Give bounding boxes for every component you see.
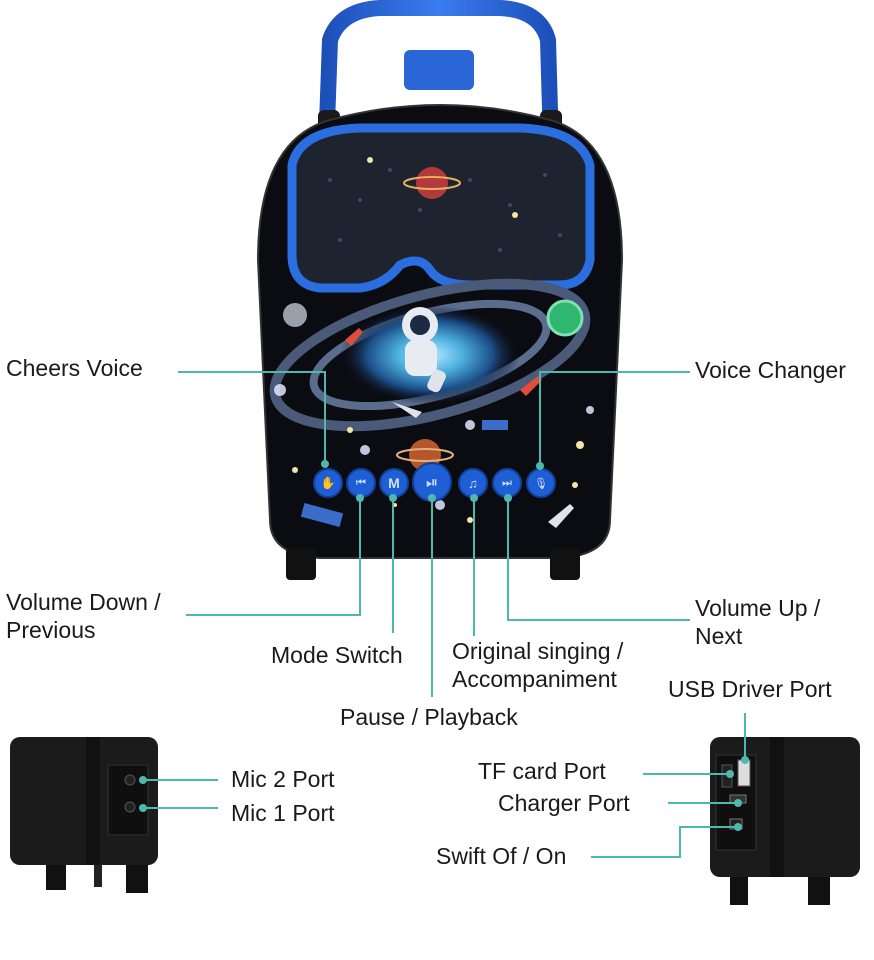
- original-accompaniment-button[interactable]: ♫: [458, 468, 488, 498]
- label-mic2-port: Mic 2 Port: [231, 766, 335, 792]
- label-pause-playback: Pause / Playback: [340, 704, 518, 730]
- cheers-voice-button[interactable]: ✋: [313, 468, 343, 498]
- label-original-singing: Original singing / Accompaniment: [452, 637, 623, 693]
- front-button-panel: ✋ ⏮ M ⏯ ♫ ⏭ 🎙: [308, 460, 558, 502]
- hand-clap-icon: ✋: [320, 476, 336, 490]
- label-power-switch: Swift Of / On: [436, 843, 567, 869]
- play-pause-icon: ⏯: [425, 473, 438, 491]
- label-charger-port: Charger Port: [498, 790, 630, 816]
- label-volume-down-line2: Previous: [6, 617, 96, 643]
- mode-icon: M: [388, 475, 400, 491]
- next-volume-up-button[interactable]: ⏭: [492, 468, 522, 498]
- label-volume-up-line1: Volume Up /: [695, 595, 821, 621]
- label-volume-down: Volume Down / Previous: [6, 588, 161, 644]
- vocal-remove-icon: ♫: [468, 475, 478, 491]
- label-volume-up-line2: Next: [695, 623, 743, 649]
- label-usb-port: USB Driver Port: [668, 676, 832, 702]
- mode-switch-button[interactable]: M: [379, 468, 409, 498]
- label-cheers-voice: Cheers Voice: [6, 355, 143, 381]
- label-mode-switch: Mode Switch: [271, 642, 403, 668]
- next-icon: ⏭: [502, 476, 512, 489]
- play-pause-button[interactable]: ⏯: [412, 462, 452, 502]
- speaker-left-side-view: [8, 735, 163, 895]
- label-original-line2: Accompaniment: [452, 666, 617, 692]
- label-volume-up: Volume Up / Next: [695, 594, 820, 650]
- speaker-front-illustration: [240, 0, 640, 590]
- label-volume-down-line1: Volume Down /: [6, 589, 161, 615]
- microphone-icon: 🎙: [534, 477, 548, 490]
- label-tf-card-port: TF card Port: [478, 758, 606, 784]
- voice-changer-button[interactable]: 🎙: [526, 468, 556, 498]
- speaker-right-side-view: [708, 735, 868, 910]
- label-voice-changer: Voice Changer: [695, 357, 846, 383]
- previous-volume-down-button[interactable]: ⏮: [346, 468, 376, 498]
- label-mic1-port: Mic 1 Port: [231, 800, 335, 826]
- previous-icon: ⏮: [356, 476, 366, 489]
- label-original-line1: Original singing /: [452, 638, 624, 664]
